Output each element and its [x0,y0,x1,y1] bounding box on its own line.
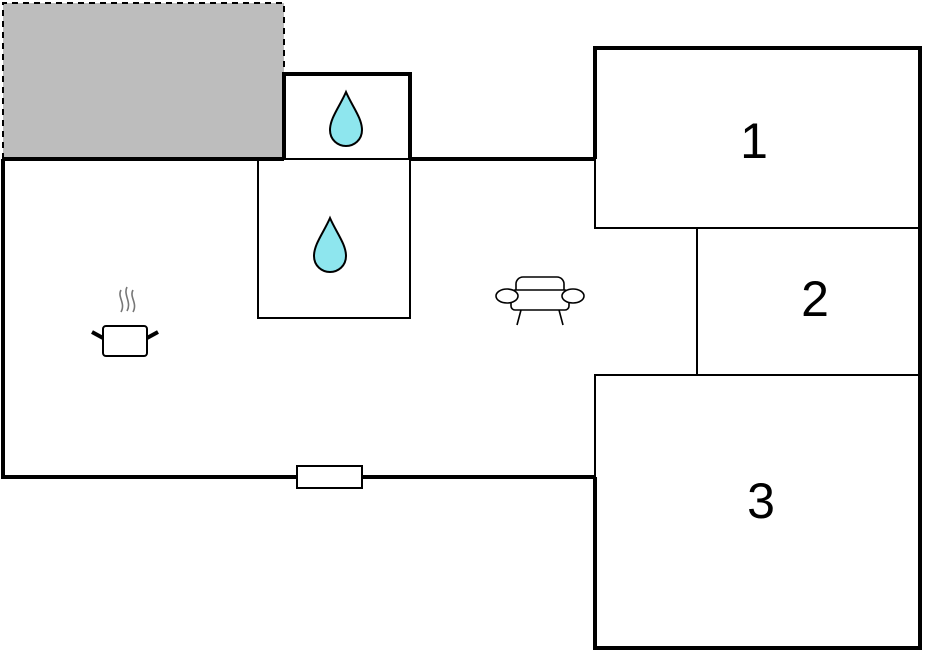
main-area-walls [1,157,595,479]
terrace-area [3,3,284,159]
room-3-label: 3 [747,473,775,529]
right-rooms-outer-walls [593,46,922,650]
sofa-icon [495,276,585,326]
room-1-label: 1 [740,113,768,169]
room-2-label: 2 [801,271,829,327]
bathroom-main [257,158,411,319]
right-rooms-inner-walls [594,159,920,477]
terrace-dashed-outline [2,2,285,159]
window-icon [296,465,363,489]
water-drop-icon [312,215,348,274]
water-drop-icon [328,89,364,148]
bathroom-top-walls [282,72,412,159]
cooking-pot-icon [91,286,159,357]
